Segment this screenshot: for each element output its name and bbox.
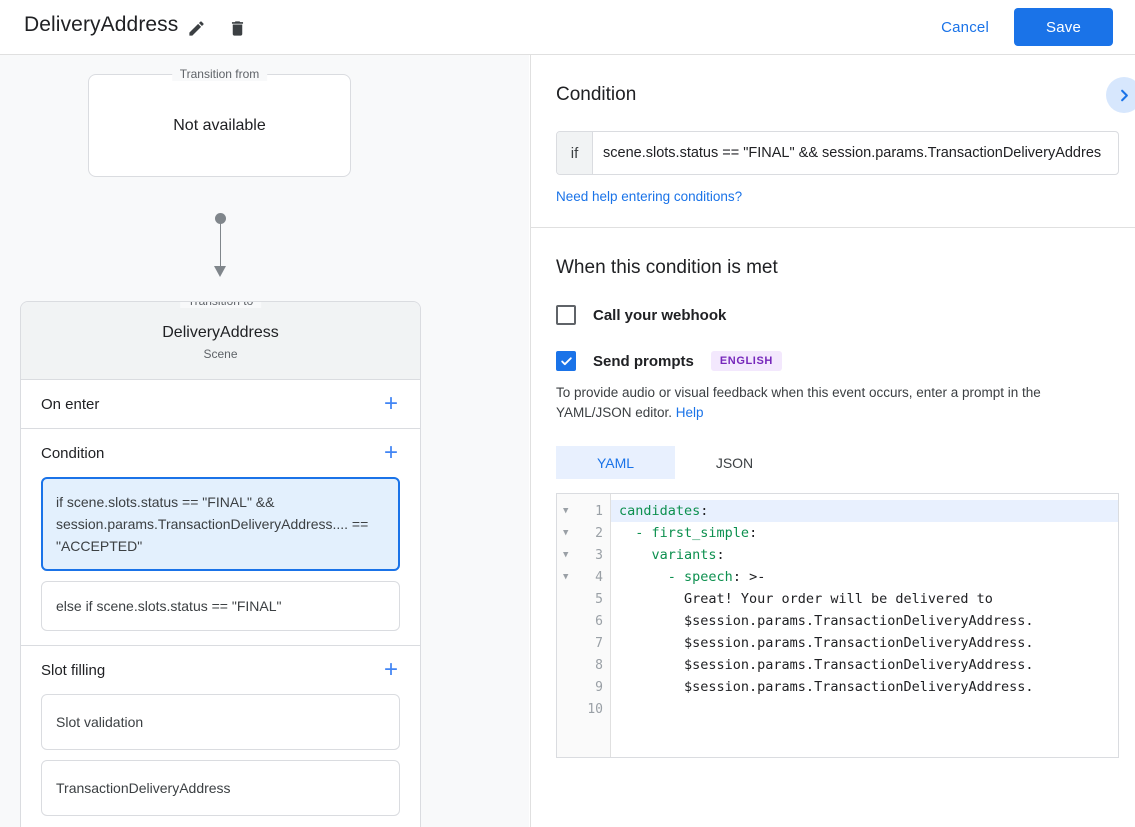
- transition-to-subtitle: Scene: [203, 347, 238, 361]
- top-app-bar: DeliveryAddress Cancel Save: [0, 0, 1135, 55]
- yaml-editor[interactable]: ▼1 ▼2 ▼3 ▼4 5 6 7 8 9 10 candidates: - first_simp…: [556, 493, 1119, 758]
- section-divider: [531, 227, 1135, 228]
- line-number: ▼3: [563, 547, 603, 563]
- code-line: - first_simple:: [635, 525, 758, 541]
- line-number: 6: [595, 613, 603, 629]
- condition-expression-input[interactable]: [593, 132, 1118, 174]
- condition-input-group: if: [556, 131, 1119, 175]
- code-line: - speech: >-: [667, 569, 766, 585]
- when-condition-met-heading: When this condition is met: [556, 257, 778, 278]
- send-prompts-row: Send prompts ENGLISH: [556, 351, 1110, 371]
- call-webhook-checkbox[interactable]: [556, 305, 576, 325]
- line-number: ▼4: [563, 569, 603, 585]
- section-title: On enter: [41, 395, 100, 413]
- language-badge: ENGLISH: [710, 351, 782, 371]
- fold-triangle-icon[interactable]: ▼: [563, 572, 569, 582]
- line-number: 5: [595, 591, 603, 607]
- list-item[interactable]: if scene.slots.status == "FINAL" && sess…: [41, 477, 400, 571]
- chevron-right-icon[interactable]: [1106, 77, 1135, 113]
- line-number: ▼1: [563, 503, 603, 519]
- tab-json[interactable]: JSON: [675, 446, 794, 479]
- transition-to-name: DeliveryAddress: [162, 324, 279, 341]
- prompt-hint-text: To provide audio or visual feedback when…: [556, 383, 1110, 423]
- condition-heading: Condition: [556, 84, 637, 105]
- code-line: variants:: [651, 547, 725, 563]
- code-line: $session.params.TransactionDeliveryAddre…: [619, 679, 1034, 695]
- transition-from-name: Not available: [173, 116, 266, 134]
- code-line: $session.params.TransactionDeliveryAddre…: [619, 613, 1034, 629]
- add-item-button[interactable]: +: [376, 655, 406, 685]
- tab-yaml[interactable]: YAML: [556, 446, 675, 479]
- condition-if-prefix: if: [557, 132, 593, 174]
- code-line: $session.params.TransactionDeliveryAddre…: [619, 657, 1034, 673]
- send-prompts-label: Send prompts: [593, 352, 694, 370]
- line-number: 8: [595, 657, 603, 673]
- list-item[interactable]: Slot validation: [41, 694, 400, 750]
- section-header: On enter +: [21, 380, 420, 428]
- save-button[interactable]: Save: [1014, 8, 1113, 46]
- transition-from-card[interactable]: Transition from Not available: [88, 67, 351, 177]
- prompt-hint-body: To provide audio or visual feedback when…: [556, 385, 1041, 420]
- line-number: 7: [595, 635, 603, 651]
- line-number: 9: [595, 679, 603, 695]
- section-header: Slot filling +: [21, 646, 420, 694]
- section-title: Slot filling: [41, 661, 106, 679]
- code-line: candidates:: [611, 500, 1118, 522]
- line-number: ▼2: [563, 525, 603, 541]
- list-item[interactable]: TransactionDeliveryAddress: [41, 760, 400, 816]
- add-item-button[interactable]: +: [376, 438, 406, 468]
- pencil-icon[interactable]: [179, 11, 213, 45]
- scene-flow-panel: Transition from Not available Transition…: [0, 55, 529, 827]
- connector-line: [219, 218, 221, 269]
- scene-section: Condition + if scene.slots.status == "FINA…: [21, 429, 420, 646]
- editor-code-area[interactable]: candidates: - first_simple: variants: - …: [611, 494, 1118, 757]
- transition-from-legend: Transition from: [171, 67, 268, 81]
- send-prompts-checkbox[interactable]: [556, 351, 576, 371]
- when-condition-met-section: When this condition is met Call your web…: [531, 228, 1135, 758]
- scene-sections-list: On enter + Condition + if scene.slots.status…: [21, 380, 420, 827]
- call-webhook-label: Call your webhook: [593, 306, 727, 324]
- editor-gutter: ▼1 ▼2 ▼3 ▼4 5 6 7 8 9 10: [557, 494, 611, 757]
- transition-to-card: Transition to DeliveryAddress Scene On e…: [20, 301, 421, 827]
- transition-to-legend: Transition to: [179, 302, 262, 308]
- detail-panel: Condition if Need help entering conditio…: [530, 55, 1135, 827]
- code-line: Great! Your order will be delivered to: [619, 591, 993, 607]
- transition-to-header[interactable]: DeliveryAddress Scene: [21, 302, 420, 380]
- condition-help-link[interactable]: Need help entering conditions?: [556, 189, 743, 204]
- condition-section: Condition if Need help entering conditio…: [531, 55, 1135, 206]
- page-title: DeliveryAddress: [24, 13, 179, 36]
- connector-arrow-icon: [213, 266, 226, 277]
- scene-section: On enter +: [21, 380, 420, 429]
- section-header: Condition +: [21, 429, 420, 477]
- fold-triangle-icon[interactable]: ▼: [563, 528, 569, 538]
- code-line: $session.params.TransactionDeliveryAddre…: [619, 635, 1034, 651]
- webhook-row: Call your webhook: [556, 305, 1110, 325]
- section-title: Condition: [41, 444, 105, 462]
- trash-icon[interactable]: [220, 11, 254, 45]
- list-item[interactable]: else if scene.slots.status == "FINAL": [41, 581, 400, 631]
- fold-triangle-icon[interactable]: ▼: [563, 506, 569, 516]
- fold-triangle-icon[interactable]: ▼: [563, 550, 569, 560]
- add-item-button[interactable]: +: [376, 389, 406, 419]
- prompt-hint-help-link[interactable]: Help: [675, 405, 704, 420]
- line-number: 10: [587, 701, 603, 717]
- code-line: [611, 698, 1118, 720]
- cancel-button[interactable]: Cancel: [929, 12, 1001, 43]
